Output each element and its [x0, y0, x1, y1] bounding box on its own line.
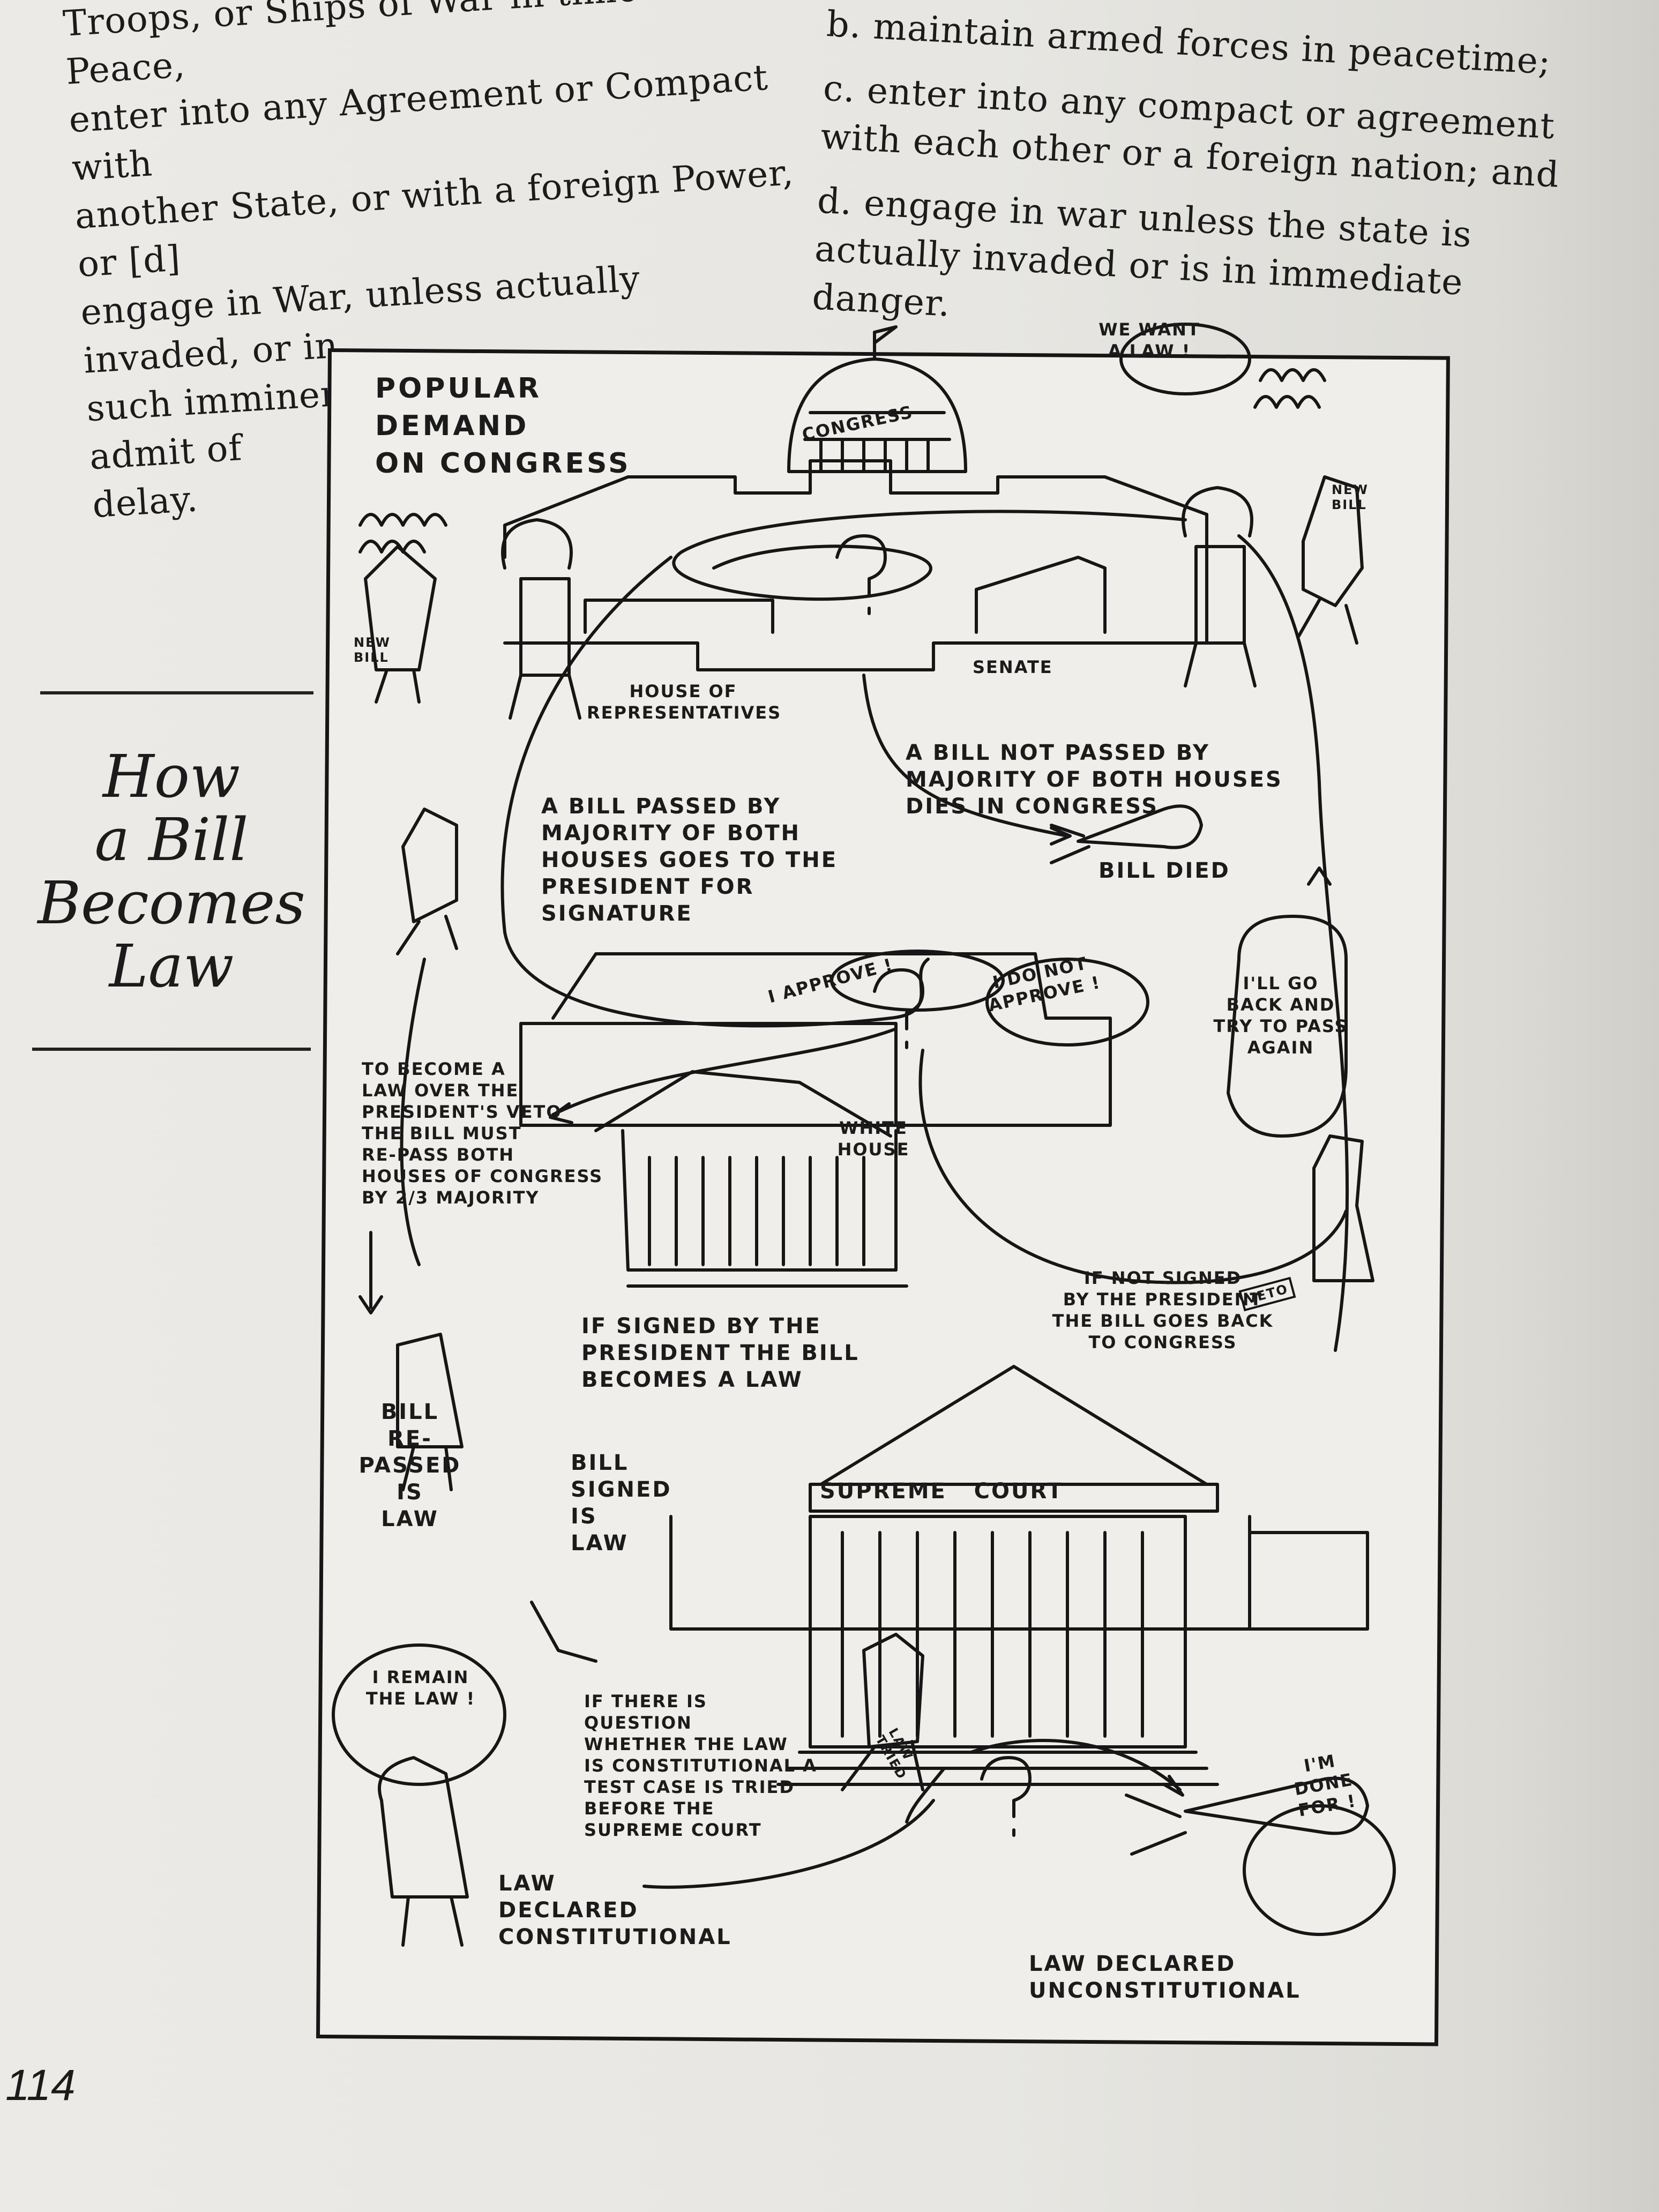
white-house [519, 952, 1112, 1127]
speech-bubble [332, 1643, 506, 1786]
new-bill-label-right: NEW BILL [1332, 482, 1369, 512]
flow-arrow-constitutional [642, 1799, 935, 1889]
flow-arrow-signed [551, 1027, 898, 1116]
sidebar-top-rule [40, 691, 313, 694]
dead-law-unconstitutional [1125, 1776, 1369, 1856]
speech-bubble [1119, 323, 1251, 395]
we-want-a-law-bubble: WE WANT A LAW ! [1098, 319, 1200, 361]
flow-arrow-unconstitutional [969, 1739, 1182, 1791]
sidebar-title: How a Bill Becomes Law [32, 745, 311, 998]
bill-character [396, 808, 458, 955]
flow-arrow-back-to-congress [1237, 534, 1349, 1352]
bill-repassed-caption: BILL RE-PASSED IS LAW [358, 1400, 461, 1531]
flow-arrow-bill-died [862, 674, 1069, 838]
law-unconstitutional-caption: LAW DECLARED UNCONSTITUTIONAL [1029, 1952, 1301, 2003]
flow-arrow-repass [400, 958, 426, 1266]
crowd-doodle [1253, 368, 1326, 409]
supreme-court-label: SUPREME COURT [820, 1479, 1064, 1504]
congressman-figure [501, 518, 581, 720]
sidebar-bottom-rule [32, 1048, 311, 1051]
congressman-figure [1182, 486, 1257, 687]
law-constitutional-caption: LAW DECLARED CONSTITUTIONAL [498, 1871, 732, 1949]
i-remain-the-law-bubble: I REMAIN THE LAW ! [365, 1667, 476, 1709]
test-case-caption: IF THERE IS QUESTION WHETHER THE LAW IS … [584, 1691, 817, 1840]
sidebar-title-line: Becomes [38, 869, 305, 937]
bill-character [396, 1333, 464, 1491]
house-of-representatives-label: HOUSE OF REPRESENTATIVES [587, 681, 782, 723]
capitol-building [503, 459, 1208, 671]
flag-icon [873, 325, 898, 345]
bill-not-passed-caption: A BILL NOT PASSED BY MAJORITY OF BOTH HO… [906, 741, 1283, 819]
dead-bill-died [1050, 804, 1203, 864]
question-mark-icon [835, 534, 887, 615]
flow-arrow-test-case [530, 1601, 597, 1663]
if-not-signed-caption: IF NOT SIGNED BY THE PRESIDENT THE BILL … [1052, 1268, 1274, 1352]
flow-arrow-new-bill [672, 510, 1187, 601]
bill-character [378, 1756, 469, 1947]
bill-character-law-tried [841, 1633, 924, 1791]
list-item-c: c. enter into any compact or agreement w… [819, 67, 1560, 196]
bill-character [364, 545, 437, 704]
page-number: 114 [5, 2061, 76, 2110]
crowd-doodle [358, 513, 447, 554]
sidebar-title-line: How [102, 742, 241, 811]
house-wing [584, 599, 774, 634]
if-signed-caption: IF SIGNED BY THE PRESIDENT THE BILL BECO… [581, 1314, 860, 1392]
bill-signed-caption: BILL SIGNED IS LAW [571, 1451, 672, 1556]
bill-died-caption: BILL DIED [1098, 858, 1230, 883]
ill-go-back-bubble: I'LL GO BACK AND TRY TO PASS AGAIN [1213, 973, 1348, 1058]
flow-arrow-to-president [500, 556, 672, 934]
popular-demand-caption: POPULAR DEMAND ON CONGRESS [375, 372, 631, 480]
question-mark-icon [980, 1756, 1032, 1837]
new-bill-label-left: NEW BILL [354, 635, 391, 665]
speech-bubble [985, 958, 1149, 1047]
cartoon-illustration [332, 323, 1396, 1947]
speech-bubble [1227, 915, 1348, 1138]
sidebar-title-line: Law [109, 932, 234, 1000]
senate-label: SENATE [973, 657, 1053, 677]
bill-passed-caption: A BILL PASSED BY MAJORITY OF BOTH HOUSES… [541, 794, 838, 926]
senate-wing [975, 556, 1107, 634]
flow-arrow-veto [918, 1049, 1348, 1284]
white-house-label: WHITE HOUSE [837, 1118, 910, 1160]
question-mark-icon [873, 968, 924, 1049]
speech-bubble [830, 950, 1005, 1012]
bill-character [1296, 475, 1364, 645]
speech-bubble [1243, 1804, 1396, 1936]
sidebar-title-line: a Bill [94, 805, 249, 874]
veto-override-caption: TO BECOME A LAW OVER THE PRESIDENT'S VET… [362, 1059, 603, 1208]
bill-character-veto [1312, 1134, 1374, 1282]
